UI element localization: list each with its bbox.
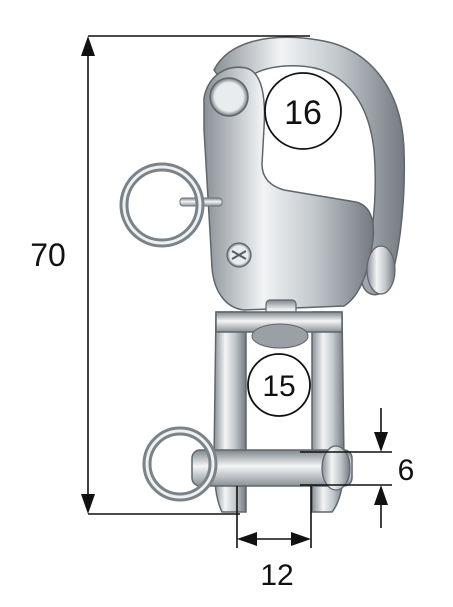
jaw-opening-label: 16 [284, 94, 322, 132]
jaw-opening-callout: 16 [264, 72, 342, 150]
hook-tip [366, 245, 396, 295]
pin-arrowhead-up [374, 485, 388, 505]
shackle-opening-label: 15 [262, 370, 295, 403]
width-arrowhead-right [291, 532, 311, 546]
width-arrowhead-left [237, 532, 257, 546]
dimension-pin-diameter: 6 [300, 408, 414, 528]
shackle-opening-callout: 15 [247, 353, 311, 417]
jaw-opening-circle [264, 72, 342, 150]
arrowhead-down [81, 494, 95, 514]
clevis-pin [191, 449, 353, 487]
dimension-inner-width: 12 [236, 486, 312, 592]
clevis-fork [142, 311, 353, 513]
clevis-bridge [215, 311, 343, 333]
clevis-shoulder [251, 323, 309, 349]
snap-shackle-body [119, 36, 406, 323]
pivot-boss [209, 77, 249, 117]
overall-length-label: 70 [30, 237, 66, 273]
pin-arrowhead-down [374, 432, 388, 452]
shackle-opening-circle [247, 353, 311, 417]
clevis-pin-head [321, 445, 351, 491]
dimension-overall-length: 70 [30, 35, 310, 515]
inner-width-label: 12 [260, 559, 293, 592]
pin-diameter-label: 6 [398, 454, 415, 487]
arrowhead-up [81, 36, 95, 56]
